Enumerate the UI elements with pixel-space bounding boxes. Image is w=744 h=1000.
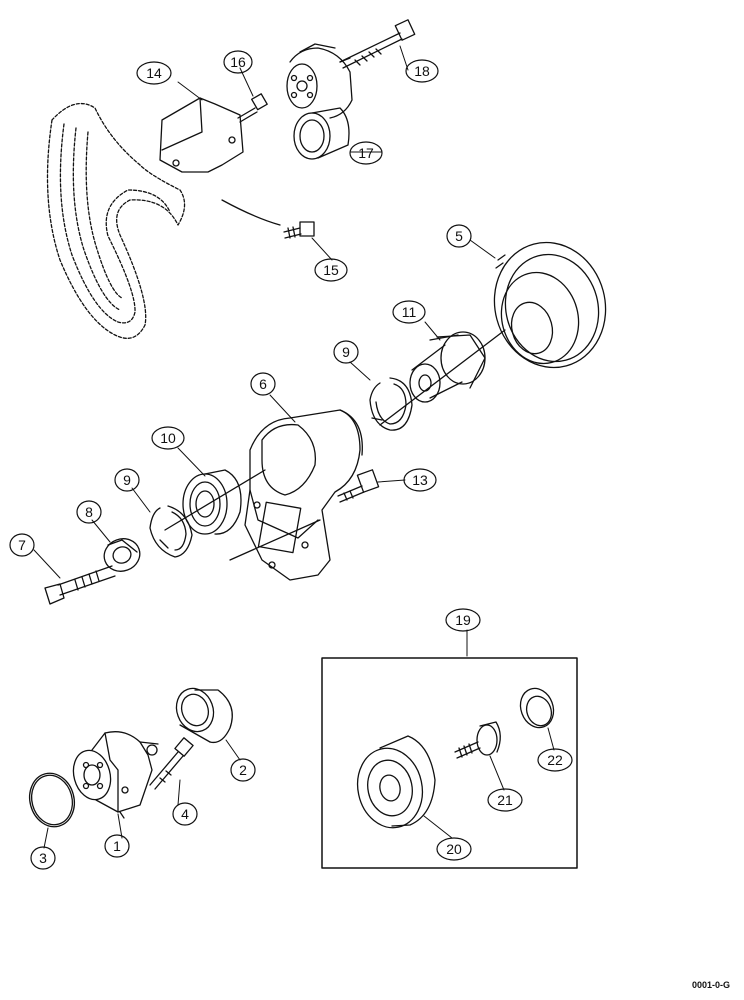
callout-16: 16 bbox=[230, 54, 246, 70]
callout-15: 15 bbox=[323, 262, 339, 278]
callout-13: 13 bbox=[412, 472, 428, 488]
callout-11: 11 bbox=[402, 304, 417, 320]
callout-21: 21 bbox=[497, 792, 513, 808]
callout-circles bbox=[9, 50, 573, 870]
callout-5: 5 bbox=[455, 228, 463, 244]
callout-22: 22 bbox=[547, 752, 563, 768]
kit-box-19 bbox=[321, 657, 578, 869]
callout-9-lower: 9 bbox=[123, 472, 131, 488]
callout-3: 3 bbox=[39, 850, 47, 866]
idler-pulley-20 bbox=[356, 735, 436, 829]
callout-19: 19 bbox=[455, 612, 471, 628]
bearing-10 bbox=[164, 469, 266, 535]
hub-11 bbox=[379, 329, 506, 426]
pump-housing-6 bbox=[229, 409, 363, 581]
callout-9-upper: 9 bbox=[342, 344, 350, 360]
ring-22 bbox=[519, 687, 555, 729]
leader-lines bbox=[33, 45, 555, 849]
serpentine-belt bbox=[46, 102, 186, 339]
tensioner-assembly bbox=[286, 43, 353, 119]
bolt-7 bbox=[44, 565, 116, 605]
callout-10: 10 bbox=[160, 430, 176, 446]
bolt-16 bbox=[237, 93, 268, 123]
callout-8: 8 bbox=[85, 504, 93, 520]
sleeve-2 bbox=[175, 687, 233, 744]
crank-pulley-5 bbox=[493, 241, 607, 369]
bolt-15 bbox=[283, 221, 315, 239]
callout-4: 4 bbox=[181, 806, 189, 822]
spacer-8 bbox=[103, 538, 141, 572]
water-pump-1 bbox=[72, 731, 159, 819]
o-ring-3 bbox=[28, 772, 76, 828]
callout-2: 2 bbox=[239, 762, 247, 778]
callout-6: 6 bbox=[259, 376, 267, 392]
bracket-14 bbox=[159, 97, 281, 226]
bolt-4 bbox=[149, 737, 194, 790]
reference-code: 0001-0-G bbox=[691, 980, 730, 990]
callout-17: 17 bbox=[358, 145, 374, 161]
bolt-13 bbox=[337, 469, 380, 503]
stud-21 bbox=[454, 721, 501, 759]
callout-18: 18 bbox=[414, 63, 430, 79]
bolt-18 bbox=[339, 19, 416, 69]
callout-7: 7 bbox=[18, 537, 26, 553]
snap-ring-9-upper bbox=[369, 377, 413, 431]
callout-1: 1 bbox=[113, 838, 121, 854]
idler-pulley-17 bbox=[293, 107, 350, 160]
snap-ring-9-lower bbox=[149, 505, 193, 558]
callout-20: 20 bbox=[446, 841, 462, 857]
callout-14: 14 bbox=[146, 65, 162, 81]
